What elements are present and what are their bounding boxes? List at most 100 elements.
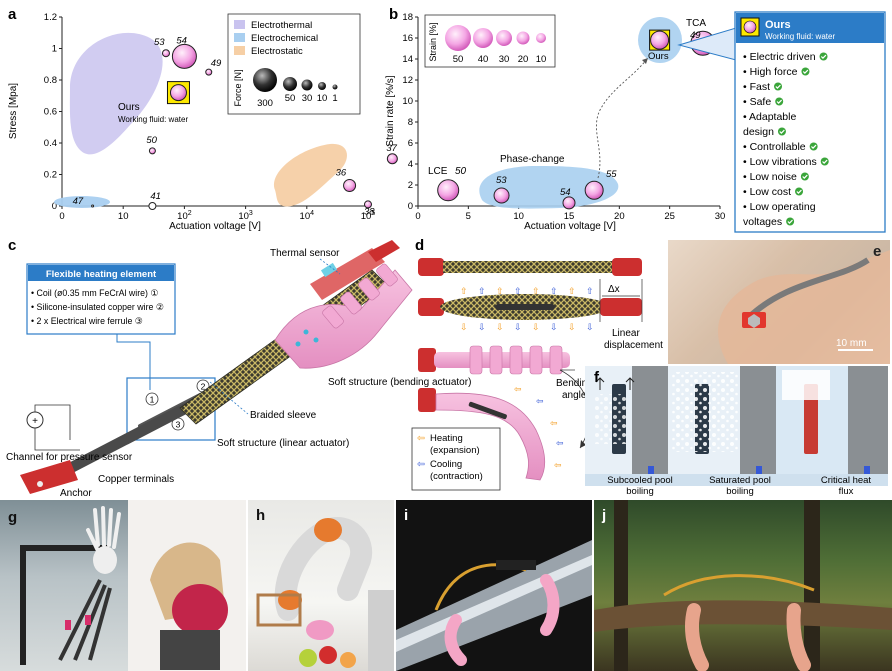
a-xtick-exp: 4 bbox=[310, 210, 314, 217]
force-value-50: 50 bbox=[285, 93, 296, 104]
b-xtick-label: 5 bbox=[466, 211, 471, 222]
b-point-lce-50 bbox=[437, 179, 460, 202]
anchor-hole bbox=[37, 481, 43, 487]
d-end-right-1 bbox=[612, 258, 642, 276]
f-caption-1a: Subcooled pool bbox=[607, 475, 673, 486]
f-up-arrows bbox=[595, 377, 635, 390]
a-point-41 bbox=[148, 202, 157, 210]
force-value-300: 300 bbox=[257, 98, 273, 109]
a-point-53 bbox=[161, 49, 170, 58]
b-xtick-label: 0 bbox=[415, 211, 420, 222]
check-icon bbox=[819, 52, 828, 61]
heating-item-3: • 2 x Electrical wire ferrule ③ bbox=[31, 316, 143, 326]
a-point-label-49: 49 bbox=[211, 58, 222, 69]
callout-item: • Fast bbox=[743, 81, 770, 93]
b-y-axis-title: Strain rate [%/s] bbox=[385, 75, 396, 146]
b-label-53: 53 bbox=[496, 175, 507, 186]
panel-g-label: g bbox=[8, 509, 17, 526]
panel-j-label: j bbox=[601, 507, 606, 524]
check-mark bbox=[802, 69, 809, 74]
phase-change-region bbox=[479, 165, 619, 209]
heating-box-leader bbox=[116, 334, 151, 390]
a-point-38 bbox=[364, 200, 372, 209]
callout-item: • Low operating bbox=[743, 201, 816, 213]
panel-e-label: e bbox=[873, 243, 881, 260]
zoom-marker-2-text: 2 bbox=[201, 382, 206, 392]
b-ytick-label: 2 bbox=[408, 180, 413, 191]
d-bent-arrow: ⇦ bbox=[514, 384, 522, 394]
a-ytick-label: 0.8 bbox=[44, 75, 57, 86]
a-point-36 bbox=[343, 179, 357, 193]
d-arrow-down: ⇩ bbox=[568, 322, 576, 332]
heating-element-title: Flexible heating element bbox=[46, 269, 157, 280]
d-bent-arrow: ⇦ bbox=[554, 460, 562, 470]
strain-value-10: 10 bbox=[536, 54, 547, 65]
panel-b-label: b bbox=[389, 6, 398, 23]
panel-f-label: f bbox=[594, 369, 600, 386]
heating-element-header bbox=[28, 265, 174, 281]
b-ytick-label: 6 bbox=[408, 138, 413, 149]
heating-item-2: • Silicone-insulated copper wire ② bbox=[31, 302, 164, 312]
callout-title: Ours bbox=[765, 19, 791, 31]
force-value-10: 10 bbox=[317, 93, 328, 104]
panel-e-drawing: 10 mm e bbox=[718, 243, 890, 364]
callout-item: design bbox=[743, 126, 774, 138]
strain-bubble-50 bbox=[445, 25, 471, 51]
bending-channel-c bbox=[295, 341, 301, 347]
callout-header bbox=[736, 13, 884, 43]
d-arrow-down: ⇩ bbox=[550, 322, 558, 332]
check-icon bbox=[777, 127, 786, 136]
a-legend-swatch-electrostatic bbox=[234, 46, 245, 55]
panel-i-label: i bbox=[404, 507, 408, 524]
strain-value-40: 40 bbox=[478, 54, 489, 65]
d-heat-cool-arrows: ⇧⇩⇧⇩⇧⇩⇧⇩⇧⇩⇧⇩⇧⇩⇧⇩ bbox=[460, 286, 594, 332]
callout-subtitle: Working fluid: water bbox=[765, 32, 835, 41]
panel-c-label: c bbox=[8, 237, 16, 254]
check-icon bbox=[800, 172, 809, 181]
d-legend-cool-2: (contraction) bbox=[430, 471, 483, 482]
b-ytick-label: 16 bbox=[402, 33, 413, 44]
a-point-label-47: 47 bbox=[73, 196, 84, 207]
panel-c: c Flexible heating element • Coil (ø0.35… bbox=[6, 237, 471, 499]
b-lce-ref: 50 bbox=[455, 166, 467, 177]
d-arrow-down: ⇩ bbox=[586, 322, 594, 332]
a-point-label-50: 50 bbox=[146, 135, 157, 146]
a-ytick-label: 1.2 bbox=[44, 12, 57, 23]
ours-callout-box bbox=[734, 11, 886, 233]
e-scale-label: 10 mm bbox=[836, 338, 867, 349]
a-ours-label: Ours bbox=[118, 102, 140, 113]
d-legend-cool-1: Cooling bbox=[430, 459, 462, 470]
b-x-axis-title: Actuation voltage [V] bbox=[524, 221, 616, 232]
force-bubble-30 bbox=[301, 79, 313, 91]
b-ytick-label: 14 bbox=[402, 54, 413, 65]
f-bubbles-2 bbox=[672, 372, 738, 452]
a-ytick-label: 0 bbox=[52, 201, 57, 212]
d-arrow-down: ⇩ bbox=[496, 322, 504, 332]
d-arrow-up: ⇧ bbox=[586, 286, 594, 296]
b-phase-change-label: Phase-change bbox=[500, 154, 565, 165]
b-xtick-label: 25 bbox=[664, 211, 675, 222]
b-label-54: 54 bbox=[560, 187, 571, 198]
d-arrow-down: ⇩ bbox=[478, 322, 486, 332]
a-point-49 bbox=[205, 68, 213, 76]
d-arrow-up: ⇧ bbox=[514, 286, 522, 296]
a-point-label-53: 53 bbox=[154, 37, 165, 48]
a-ytick-label: 0.6 bbox=[44, 107, 57, 118]
check-icon bbox=[774, 82, 783, 91]
b-lce-label: LCE bbox=[428, 166, 448, 177]
a-xtick-label: 0 bbox=[59, 211, 64, 222]
callout-item: • Adaptable bbox=[743, 111, 796, 123]
panel-h-photo: h bbox=[248, 500, 394, 671]
b-tca-label: TCA bbox=[686, 18, 706, 29]
force-bubble-1 bbox=[332, 84, 338, 90]
heating-item-1: • Coil (ø0.35 mm FeCrAl wire) ① bbox=[31, 288, 158, 298]
d-legend-cool-icon: ⇦ bbox=[417, 459, 425, 470]
b-point-55 bbox=[584, 180, 604, 200]
a-ours-note: Working fluid: water bbox=[118, 115, 188, 124]
panel-i-photo: i bbox=[396, 500, 592, 671]
a-xtick-label: 10 bbox=[118, 211, 129, 222]
